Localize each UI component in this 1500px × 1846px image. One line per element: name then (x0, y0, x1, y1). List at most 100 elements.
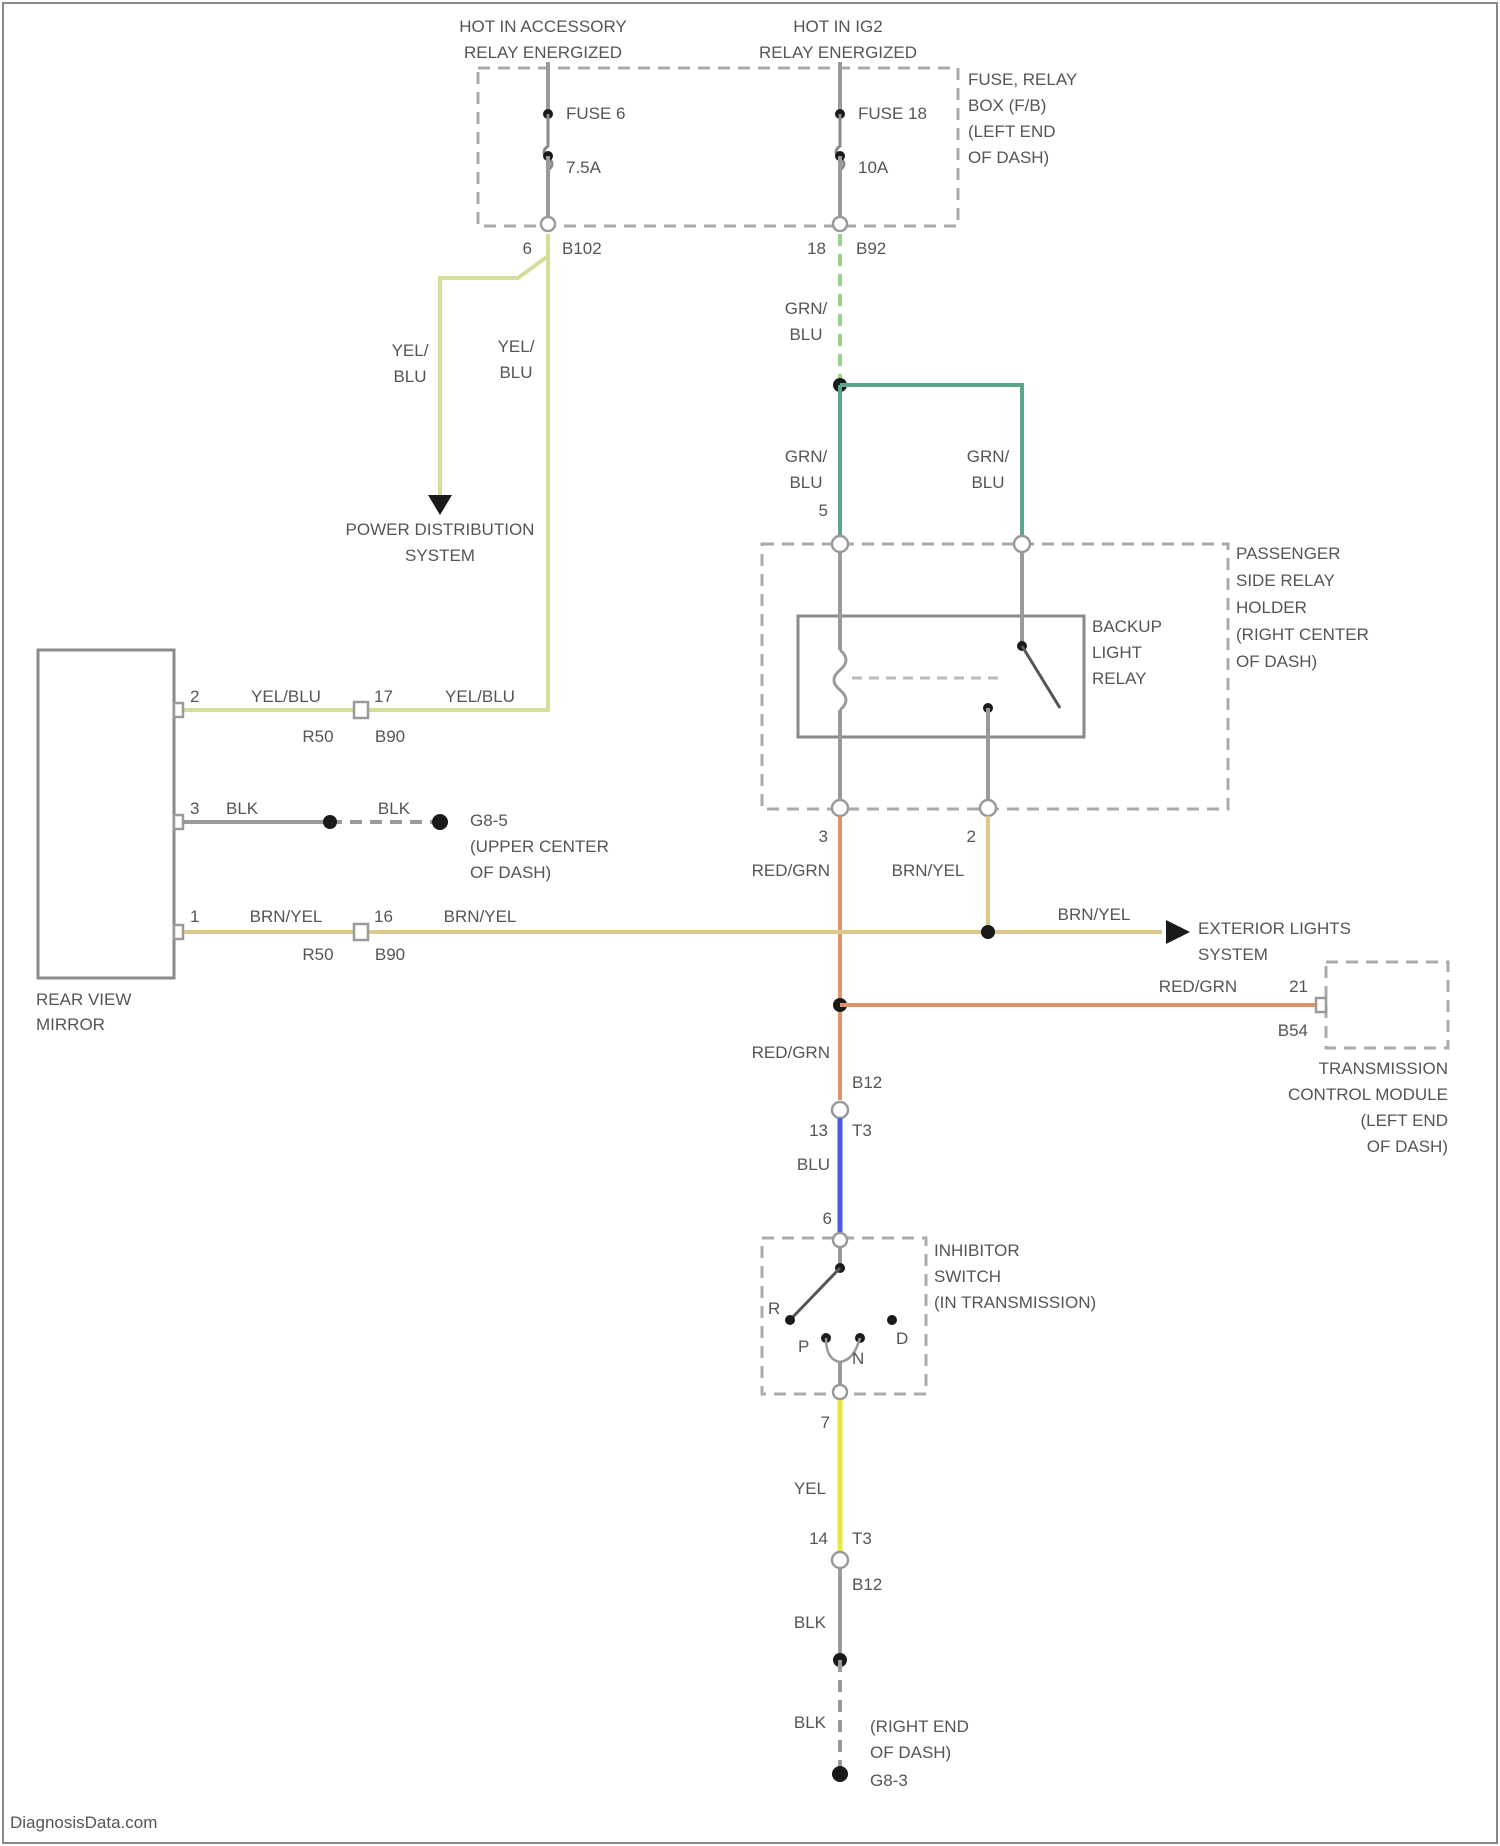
mirror-blk-label: BLK (226, 799, 259, 818)
b92-pin: 18 (807, 239, 826, 258)
relay-coil-symbol (834, 650, 846, 710)
inhibitor-conn-bottom (833, 1385, 847, 1399)
b12-t3-upper-connector (832, 1102, 848, 1118)
g8-5-location-2: OF DASH) (470, 863, 551, 882)
mirror-yel-blu-label: YEL/BLU (251, 687, 321, 706)
brn-yel-splice-dot (981, 925, 995, 939)
mirror-brn-yel-label: BRN/YEL (250, 907, 323, 926)
backup-relay-label-3: RELAY (1092, 669, 1147, 688)
yel-blu-wire-main (360, 234, 548, 710)
relay-holder-label-5: OF DASH) (1236, 652, 1317, 671)
inhibitor-pin-top: 6 (823, 1209, 832, 1228)
brn-yel-label-right: BRN/YEL (1058, 905, 1131, 924)
fuse-box-label-1: FUSE, RELAY (968, 70, 1077, 89)
inhibitor-pin-bottom: 7 (821, 1413, 830, 1432)
tcm-label-4: OF DASH) (1367, 1137, 1448, 1156)
fuse6-label: FUSE 6 (566, 104, 626, 123)
inhibitor-contact-d (887, 1315, 897, 1325)
b12-upper-label: B12 (852, 1073, 882, 1092)
yel-blu-label-right: YEL/BLU (445, 687, 515, 706)
relay-holder-label-2: SIDE RELAY (1236, 571, 1335, 590)
relay-holder-conn-tl (832, 536, 848, 552)
b90-label-bottom: B90 (375, 945, 405, 964)
mirror-label-2: MIRROR (36, 1015, 105, 1034)
b92-connector (833, 217, 847, 231)
inhibitor-pos-n: N (852, 1349, 864, 1368)
b92-label: B92 (856, 239, 886, 258)
yel-blu-main-label-1: YEL/ (498, 337, 535, 356)
power-source-right-line1: HOT IN IG2 (793, 17, 882, 36)
grn-blu-label-b2: BLU (789, 473, 822, 492)
mirror-label-1: REAR VIEW (36, 990, 131, 1009)
b102-connector (541, 217, 555, 231)
r50-label-bottom: R50 (302, 945, 333, 964)
relay-pin-top-left: 5 (819, 501, 828, 520)
t3-b12-lower-connector (832, 1552, 848, 1568)
relay-holder-conn-br (980, 800, 996, 816)
brn-yel-label-relay: BRN/YEL (892, 861, 965, 880)
grn-blu-label-c1: GRN/ (967, 447, 1010, 466)
tcm-connector: B54 (1278, 1021, 1308, 1040)
relay-holder-label-1: PASSENGER (1236, 544, 1341, 563)
g8-5-name: G8-5 (470, 811, 508, 830)
t3-lower-pin: 14 (809, 1529, 828, 1548)
yel-label: YEL (794, 1479, 826, 1498)
b102-label: B102 (562, 239, 602, 258)
mirror-pin1-terminal (174, 925, 183, 939)
red-grn-label-tcm: RED/GRN (1159, 977, 1237, 996)
exterior-lights-label-2: SYSTEM (1198, 945, 1268, 964)
t3-upper-pin: 13 (809, 1121, 828, 1140)
power-distribution-arrow (428, 495, 452, 515)
blk-dashed-label: BLK (378, 799, 411, 818)
tcm-label-1: TRANSMISSION (1319, 1059, 1448, 1078)
b90-pin-top: 17 (374, 687, 393, 706)
exterior-lights-arrow (1166, 920, 1190, 944)
fuse-box-label-3: (LEFT END (968, 122, 1056, 141)
blk-splice-dot (323, 815, 337, 829)
relay-switch-arm (1022, 646, 1060, 708)
brn-yel-label-mid: BRN/YEL (444, 907, 517, 926)
rear-view-mirror (38, 650, 174, 978)
relay-holder-label-3: HOLDER (1236, 598, 1307, 617)
relay-pin-bottom-right: 2 (967, 827, 976, 846)
g8-5-ground-symbol (432, 814, 448, 830)
inhibitor-pos-p: P (798, 1337, 809, 1356)
tcm-pin21-terminal (1316, 998, 1326, 1012)
r50-connector-top (354, 702, 368, 718)
g8-3-ground-symbol (832, 1766, 848, 1782)
relay-holder-conn-tr (1014, 536, 1030, 552)
inhibitor-pos-r: R (768, 1299, 780, 1318)
relay-holder-conn-bl (832, 800, 848, 816)
relay-holder-label-4: (RIGHT CENTER (1236, 625, 1369, 644)
tcm-pin: 21 (1289, 977, 1308, 996)
grn-blu-label-a2: BLU (789, 325, 822, 344)
transmission-control-module (1326, 962, 1448, 1048)
mirror-pin-mid: 3 (190, 799, 199, 818)
grn-blu-label-a1: GRN/ (785, 299, 828, 318)
g8-3-name: G8-3 (870, 1771, 908, 1790)
g8-3-location-1: (RIGHT END (870, 1717, 969, 1736)
power-source-right-line2: RELAY ENERGIZED (759, 43, 917, 62)
backup-relay-label-1: BACKUP (1092, 617, 1162, 636)
inhibitor-pos-d: D (896, 1329, 908, 1348)
t3-upper-label: T3 (852, 1121, 872, 1140)
power-source-left-line1: HOT IN ACCESSORY (459, 17, 627, 36)
yel-blu-main-label-2: BLU (499, 363, 532, 382)
r50-connector-bottom (354, 924, 368, 940)
grn-blu-label-c2: BLU (971, 473, 1004, 492)
inhibitor-label-1: INHIBITOR (934, 1241, 1020, 1260)
fuse-box-label-4: OF DASH) (968, 148, 1049, 167)
g8-3-location-2: OF DASH) (870, 1743, 951, 1762)
watermark: DiagnosisData.com (10, 1813, 157, 1832)
b90-label-top: B90 (375, 727, 405, 746)
blk-label-lower-1: BLK (794, 1613, 827, 1632)
tcm-label-2: CONTROL MODULE (1288, 1085, 1448, 1104)
inhibitor-switch (762, 1238, 926, 1394)
inhibitor-label-3: (IN TRANSMISSION) (934, 1293, 1096, 1312)
g8-5-location-1: (UPPER CENTER (470, 837, 609, 856)
b12-lower-label: B12 (852, 1575, 882, 1594)
red-grn-label-upper: RED/GRN (752, 861, 830, 880)
power-distribution-label-2: SYSTEM (405, 546, 475, 565)
blu-label: BLU (797, 1155, 830, 1174)
